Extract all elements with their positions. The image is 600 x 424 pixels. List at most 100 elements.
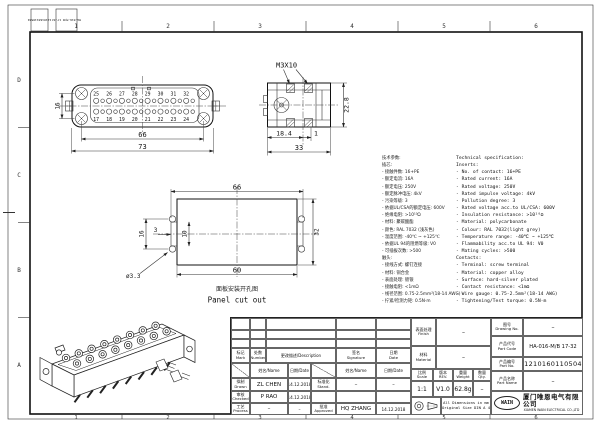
spec-column-cn-line: - 可插拔次数: >500 <box>382 249 422 255</box>
company-name-en: XIAMEN WAIN ELECTRICAL CO.,LTD <box>523 407 580 412</box>
zone-top-4: 4 <box>350 23 354 30</box>
svg-text:21: 21 <box>145 117 151 123</box>
spec-column-en-line: - Mating cycles: >500 <box>456 249 516 255</box>
tb-approved-name: HQ ZHANG <box>336 403 376 415</box>
svg-text:23: 23 <box>171 117 177 123</box>
fixing-screws <box>155 358 191 383</box>
dim-face-16: 16 <box>55 102 62 110</box>
zone-left-a: A <box>17 362 21 369</box>
svg-text:29: 29 <box>145 92 151 98</box>
dim-panel-32: 32 <box>314 228 321 236</box>
zone-bottom-3: 3 <box>258 415 261 421</box>
spec-column-cn-line: - 额定脉冲电压: 4kV <box>382 191 422 197</box>
spec-column-en-line: - Material: copper alloy <box>456 270 524 276</box>
spec-column-cn-line: - 依据UL/CSA的额定电压: 600V <box>382 206 445 212</box>
zone-left-c: C <box>17 172 21 179</box>
spec-column-en-line: Contacts: <box>456 256 482 262</box>
rev-row-cell <box>250 318 266 330</box>
svg-text:27: 27 <box>119 92 125 98</box>
tb-empty-cell <box>311 391 336 403</box>
spec-column-cn-line: - 拧紧/检测力矩: 0.5N·m <box>382 299 431 305</box>
dim-panel-10: 10 <box>182 230 189 238</box>
spec-column-en-line: - Contact resistance: <1mΩ <box>456 284 530 290</box>
spec-column-cn-line: 触头: <box>382 256 393 262</box>
zone-top-3: 3 <box>258 23 262 30</box>
spec-column-en-line: - Colour: RAL 7032(light grey) <box>456 227 541 233</box>
rev-row-cell <box>231 330 250 339</box>
tb-material-value: – <box>436 346 491 369</box>
svg-text:32: 32 <box>183 92 189 98</box>
dim-side-228: 22.8 <box>343 97 351 113</box>
dim-panel-3: 3 <box>154 227 158 234</box>
spec-column-en-line: - Insulation resistance: >10¹⁰Ω <box>456 213 544 219</box>
spec-column-en-line: Inserts: <box>456 163 479 169</box>
zone-bottom-6: 6 <box>534 415 537 421</box>
tb-drawingno-value: – <box>523 318 583 336</box>
zone-bottom-1: 1 <box>74 415 77 421</box>
dim-panel-66: 66 <box>233 184 241 192</box>
zone-top-1: 1 <box>74 23 78 30</box>
dim-side-184: 18.4 <box>276 130 292 138</box>
tb-stand-date: – <box>376 378 411 391</box>
face-view: 25 26 27 28 29 30 31 32 17 18 19 20 21 2… <box>55 76 227 154</box>
side-view: M3X10 22.8 <box>259 62 351 156</box>
svg-text:30: 30 <box>158 92 164 98</box>
spec-column-en-line: - Wire gauge: 0.75-2.5mm²(18-14 AWG) <box>456 291 558 297</box>
spec-column-en-line: - Rated voltage acc.to UL/CSA: 600V <box>456 206 555 212</box>
tb-drawn-date: 14.12.2018 <box>288 378 311 391</box>
contact-holes-bottom <box>93 108 195 115</box>
tb-subheader-name2: 姓名/Name <box>336 363 376 378</box>
svg-text:18: 18 <box>106 117 112 123</box>
panel-caption-en: Panel cut out <box>208 296 267 305</box>
spec-column-en-line: - Rated impulse voltage: 4kV <box>456 191 536 197</box>
spec-column-cn-line: - 线径范围: 0.75-2.5mm²(18-14 AWG) <box>382 291 461 297</box>
tb-company: WAIN 厦门唯恩电气有限公司 XIAMEN WAIN ELECTRICAL C… <box>491 391 583 415</box>
zone-top-2: 2 <box>166 23 170 30</box>
spec-column-cn-line: - 接线方式: 螺钉连接 <box>382 263 423 269</box>
tb-subheader-date2: 日期/Date <box>376 363 411 378</box>
hole-callout: ø3.3 <box>126 273 141 280</box>
tb-approved-date: 14.12.2018 <box>376 403 411 415</box>
svg-text:17: 17 <box>93 117 99 123</box>
spec-column-en: Technical specification:Inserts:- No. of… <box>456 155 558 305</box>
rev-row-cell <box>336 318 376 330</box>
spec-column-cn-line: - 材料: 铜合金 <box>382 270 410 276</box>
rev-row-cell <box>231 318 250 330</box>
svg-text:22: 22 <box>158 117 164 123</box>
tb-partcode-value: HA-016-M/B 17-32 <box>523 336 583 357</box>
spec-column-en-line: - Surface: hard-silver plated <box>456 277 538 283</box>
pin-numbers: 25 26 27 28 29 30 31 32 17 18 19 20 21 2… <box>93 92 189 124</box>
spec-column-cn-line: - 绝缘电阻: >10¹⁰Ω <box>382 213 421 219</box>
spec-column-cn-line: 插芯: <box>382 163 393 169</box>
tb-partno-value: 1210160110504 <box>523 357 583 371</box>
svg-text:26: 26 <box>106 92 112 98</box>
svg-text:24: 24 <box>183 117 189 123</box>
spec-column-cn-line: - 材料: 聚碳酸酯 <box>382 220 414 226</box>
corner-ref-partno: 1210160110504 <box>28 18 52 22</box>
spec-column-en-line: - No. of contact: 16+PE <box>456 170 521 176</box>
spec-column-en-line: - Flammability acc.to UL 94: V0 <box>456 241 544 247</box>
spec-column-cn-line: 技术参数: <box>382 156 401 161</box>
company-logo: WAIN <box>494 396 520 410</box>
tb-weight-value: 62.8g <box>453 381 473 397</box>
svg-text:31: 31 <box>171 92 177 98</box>
tb-checked-name: P RAO <box>250 391 288 403</box>
isometric-view <box>39 321 196 403</box>
rev-row-cell <box>231 339 250 348</box>
rev-row-cell <box>266 318 336 330</box>
spec-column-cn: 技术参数:插芯:- 接触件数: 16+PE- 额定电流: 16A- 额定电压: … <box>382 155 460 305</box>
zone-top-5: 5 <box>442 23 446 30</box>
dim-panel-60: 60 <box>233 267 241 275</box>
rev-row-cell <box>250 330 266 339</box>
